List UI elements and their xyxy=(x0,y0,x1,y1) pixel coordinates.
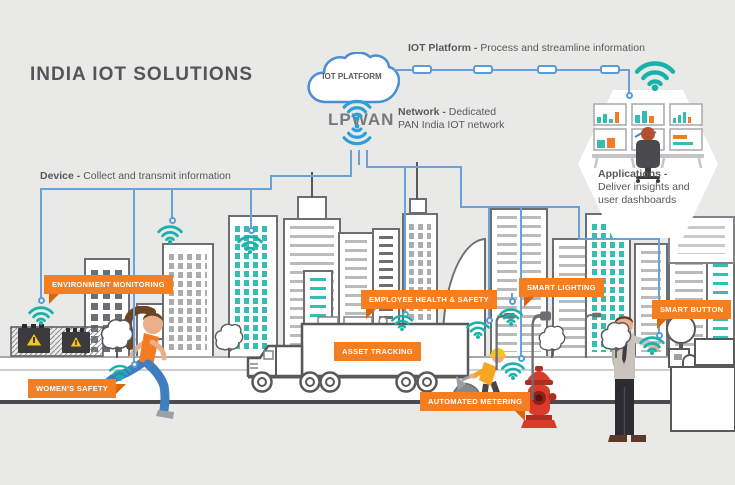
applications-annotation: Applications - Deliver insights and user… xyxy=(598,168,700,207)
page-title: INDIA IOT SOLUTIONS xyxy=(30,64,254,85)
smart-button-key xyxy=(674,354,682,360)
tag-smart-lighting: SMART LIGHTING xyxy=(519,278,604,307)
network-line xyxy=(358,150,360,165)
wifi-icon xyxy=(465,318,491,339)
tag-asset-tracking: ASSET TRACKING xyxy=(334,342,421,361)
network-line xyxy=(460,166,462,208)
building xyxy=(490,208,548,358)
network-line xyxy=(578,206,580,240)
tree-illustration xyxy=(538,323,566,358)
tag-smart-button: SMART BUTTON xyxy=(652,300,732,329)
chain-link xyxy=(473,65,493,74)
connector-dot xyxy=(247,226,255,234)
building-windows xyxy=(641,251,661,352)
network-line xyxy=(393,69,630,71)
wifi-icon xyxy=(156,222,184,244)
building-windows xyxy=(409,221,431,352)
connector-dot xyxy=(508,297,516,305)
wifi-icon xyxy=(341,96,373,121)
connector-dot xyxy=(485,316,493,324)
connector-dot xyxy=(130,360,138,368)
platform-annotation-bold: IOT Platform - xyxy=(408,42,478,54)
tag-womens-safety: WOMEN'S SAFETY xyxy=(28,379,127,398)
chain-link xyxy=(412,65,432,74)
wifi-icon xyxy=(390,312,414,331)
device-annotation: Device - Collect and transmit informatio… xyxy=(40,170,231,183)
wifi-icon xyxy=(341,124,373,149)
tree-illustration xyxy=(214,321,244,358)
building-windows xyxy=(713,246,728,352)
applications-annotation-bold: Applications - xyxy=(598,168,668,180)
network-line xyxy=(578,238,660,240)
network-annotation-line2: PAN India IOT network xyxy=(398,119,505,131)
device-annotation-bold: Device - xyxy=(40,170,81,182)
network-line xyxy=(270,175,272,190)
connector-dot xyxy=(625,91,633,99)
road-edge xyxy=(0,400,735,404)
network-line xyxy=(40,188,42,298)
building xyxy=(409,198,427,214)
operator-workstation-illustration xyxy=(592,103,704,183)
network-line xyxy=(628,69,630,95)
network-line xyxy=(250,188,252,228)
tag-environment-monitoring: ENVIRONMENT MONITORING xyxy=(44,275,173,304)
network-line xyxy=(270,175,352,177)
smart-button-pole xyxy=(679,343,683,349)
connector-dot xyxy=(37,296,45,304)
chain-link xyxy=(600,65,620,74)
tag-automated-metering: AUTOMATED METERING xyxy=(420,392,531,421)
platform-annotation: IOT Platform - Process and streamline in… xyxy=(408,42,645,55)
network-line xyxy=(350,150,352,177)
businessman-illustration xyxy=(608,316,660,442)
chain-link xyxy=(537,65,557,74)
building-windows xyxy=(169,251,207,352)
network-annotation: Network - Dedicated PAN India IOT networ… xyxy=(398,106,504,132)
network-line xyxy=(658,238,660,333)
truck-illustration xyxy=(246,316,470,393)
street-lamp-illustration xyxy=(528,310,552,400)
street-lamp-illustration xyxy=(582,312,602,358)
device-annotation-rest: Collect and transmit information xyxy=(80,170,231,182)
platform-annotation-rest: Process and streamline information xyxy=(477,42,645,54)
wifi-icon xyxy=(236,232,264,254)
wifi-icon xyxy=(500,359,526,380)
network-line xyxy=(40,188,272,190)
wifi-icon xyxy=(108,362,132,381)
connector-dot xyxy=(168,216,176,224)
wifi-icon xyxy=(633,56,677,91)
applications-annotation-rest: Deliver insights and user dashboards xyxy=(598,181,690,206)
connector-dot xyxy=(655,331,663,339)
network-line xyxy=(171,188,173,218)
wifi-icon xyxy=(498,305,524,326)
tree-illustration xyxy=(600,319,632,358)
network-line xyxy=(366,166,462,168)
antenna-mast xyxy=(416,162,418,200)
counter-monitor xyxy=(694,338,735,366)
network-line xyxy=(404,166,406,312)
cloud-label: IOT PLATFORM xyxy=(322,72,382,81)
network-annotation-rest: Dedicated xyxy=(445,106,497,118)
tree-illustration xyxy=(100,316,134,358)
lpwan-label: LPWAN xyxy=(328,110,395,129)
iot-platform-cloud xyxy=(307,52,400,104)
counter-desk xyxy=(670,366,735,432)
connector-dot xyxy=(517,354,525,362)
tag-employee-health-safety: EMPLOYEE HEALTH & SAFETY xyxy=(361,290,497,319)
antenna-mast xyxy=(311,172,313,198)
building xyxy=(162,243,214,358)
transformer-station-illustration xyxy=(10,324,104,357)
wifi-icon xyxy=(27,303,55,325)
network-annotation-bold: Network - xyxy=(398,106,446,118)
network-line xyxy=(366,150,368,168)
wifi-icon xyxy=(638,333,666,355)
network-line xyxy=(488,206,490,318)
